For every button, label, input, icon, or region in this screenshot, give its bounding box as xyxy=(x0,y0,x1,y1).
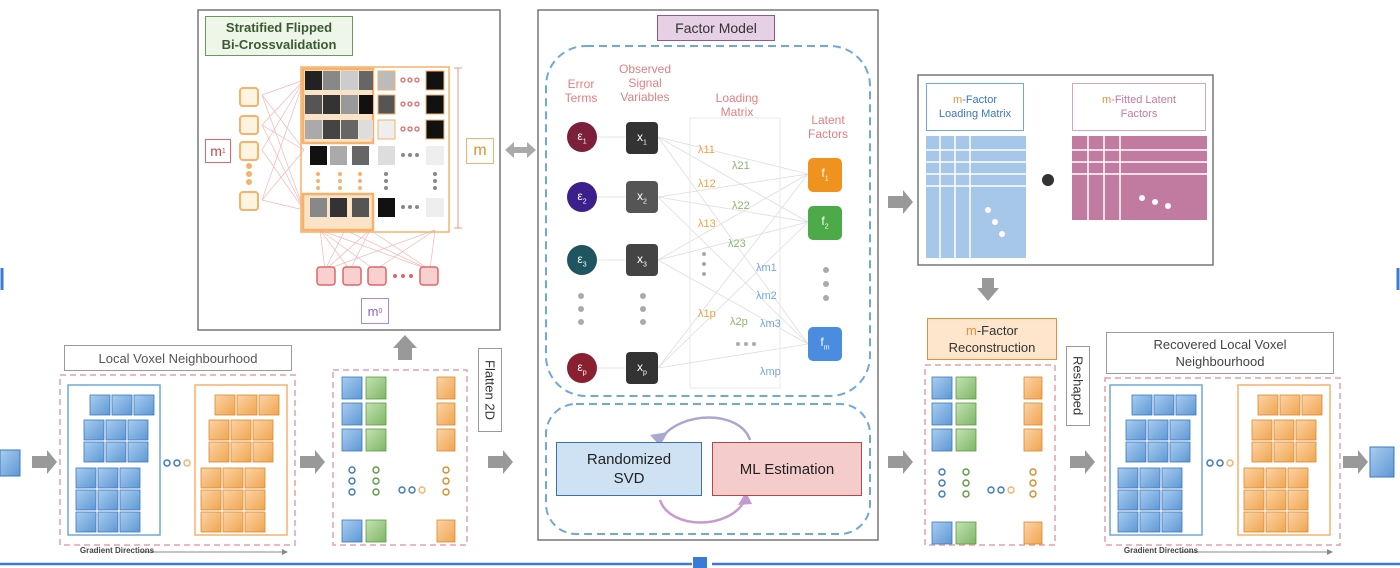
error-node-2 xyxy=(567,182,597,212)
ml-estimation-box: ML Estimation xyxy=(712,442,862,496)
recovered-dashed xyxy=(1104,377,1341,546)
factor-label-m: fm xyxy=(820,335,830,352)
cycle-arrowhead-top xyxy=(650,432,668,446)
recovered-blue-block xyxy=(1117,394,1197,533)
signal-label-3: x3 xyxy=(637,252,647,269)
lambda-11: λ11 xyxy=(698,144,715,156)
cv-matrix xyxy=(300,66,450,233)
factor-lines xyxy=(597,136,809,369)
loading-matrix-grid xyxy=(926,136,1026,258)
flatten-columns xyxy=(341,376,456,543)
local-voxel-dashed xyxy=(59,374,296,546)
loading-matrix-frame xyxy=(689,117,781,389)
cycle-arrow-top xyxy=(658,416,752,441)
factor-node-1 xyxy=(808,158,842,192)
reshaped-label: Reshaped xyxy=(1066,346,1090,426)
resize-handle[interactable] xyxy=(693,557,707,568)
flatten-dashed xyxy=(332,369,468,546)
factor-label-1: f1 xyxy=(821,166,829,183)
recovered-orange-frame xyxy=(1237,384,1331,536)
recovered-dots xyxy=(1206,459,1234,467)
lambda-23: λ23 xyxy=(728,238,746,250)
reconstruction-title: m-Factor Reconstruction xyxy=(927,318,1057,360)
signal-node-2 xyxy=(626,181,658,213)
fitted-factors-grid xyxy=(1072,136,1207,220)
factor-node-2 xyxy=(808,206,842,240)
voxel-orange-frame xyxy=(194,384,288,536)
reconstruction-dashed xyxy=(924,364,1056,546)
voxel-blue-frame xyxy=(67,384,161,536)
error-node-1 xyxy=(567,122,597,152)
m-label: m xyxy=(466,138,494,164)
estimation-dashed xyxy=(545,403,871,535)
error-label-p: εp xyxy=(577,360,587,377)
error-label-2: ε2 xyxy=(577,189,587,206)
gradient-label-left: Gradient Directions xyxy=(79,546,155,555)
error-node-3 xyxy=(567,245,597,275)
lambda-12: λ12 xyxy=(698,178,716,190)
error-label-3: ε3 xyxy=(577,252,587,269)
lambda-mp: λmp xyxy=(760,366,781,378)
gradient-label-right: Gradient Directions xyxy=(1123,546,1199,555)
signal-node-1 xyxy=(626,122,658,154)
loading-matrix-label: m-Factor Loading Matrix xyxy=(926,83,1024,131)
fitted-factors-label: m-Fitted Latent Factors xyxy=(1072,83,1206,131)
flow-arrow-icon xyxy=(32,190,1368,474)
error-node-p xyxy=(567,353,597,383)
dot-product-icon xyxy=(1042,174,1054,186)
orange-voxel-block xyxy=(200,394,280,533)
bottom-node-row xyxy=(316,266,439,286)
lambda-m3: λm3 xyxy=(760,318,781,330)
signal-node-p xyxy=(626,352,658,384)
double-arrow-icon xyxy=(505,142,536,158)
factor-model-title: Factor Model xyxy=(657,15,775,41)
flatten-label: Flatten 2D xyxy=(478,348,502,432)
reconstruction-columns xyxy=(931,376,1043,545)
lambda-21: λ21 xyxy=(732,160,750,172)
signal-label-p: xp xyxy=(637,360,647,377)
lambda-m1: λm1 xyxy=(756,262,777,274)
stratified-title-line2: Bi-Crossvalidation xyxy=(221,37,337,52)
lambda-1p: λ1p xyxy=(698,308,716,320)
cycle-arrowhead-bottom xyxy=(738,492,752,505)
factor-node-m xyxy=(808,327,842,361)
signal-node-3 xyxy=(626,244,658,276)
recovered-blue-frame xyxy=(1109,384,1203,536)
signal-label-2: x2 xyxy=(637,189,647,206)
voxel-dots xyxy=(163,459,191,467)
local-voxel-title: Local Voxel Neighbourhood xyxy=(64,345,292,371)
factor-label-2: f2 xyxy=(821,214,829,231)
stratified-title-line1: Stratified Flipped xyxy=(225,20,333,35)
stratified-lines xyxy=(261,79,436,271)
blue-voxel-block xyxy=(75,394,155,533)
stratified-title: Stratified Flipped Bi-Crossvalidation xyxy=(205,16,353,56)
input-voxel-cube xyxy=(0,449,21,477)
lambda-m2: λm2 xyxy=(756,290,777,302)
lambda-13: λ13 xyxy=(698,218,716,230)
error-label-1: ε1 xyxy=(577,129,587,146)
recovered-orange-block xyxy=(1243,394,1323,533)
lambda-22: λ22 xyxy=(732,200,750,212)
error-dots xyxy=(578,252,829,346)
factor-model-dashed xyxy=(545,45,871,397)
output-voxel-cube xyxy=(1369,446,1395,478)
signal-label-1: x1 xyxy=(637,130,647,147)
m-bracket xyxy=(454,67,462,229)
lambda-2p: λ2p xyxy=(730,316,748,328)
cycle-arrow-bottom xyxy=(658,499,747,524)
left-node-column xyxy=(239,87,259,211)
